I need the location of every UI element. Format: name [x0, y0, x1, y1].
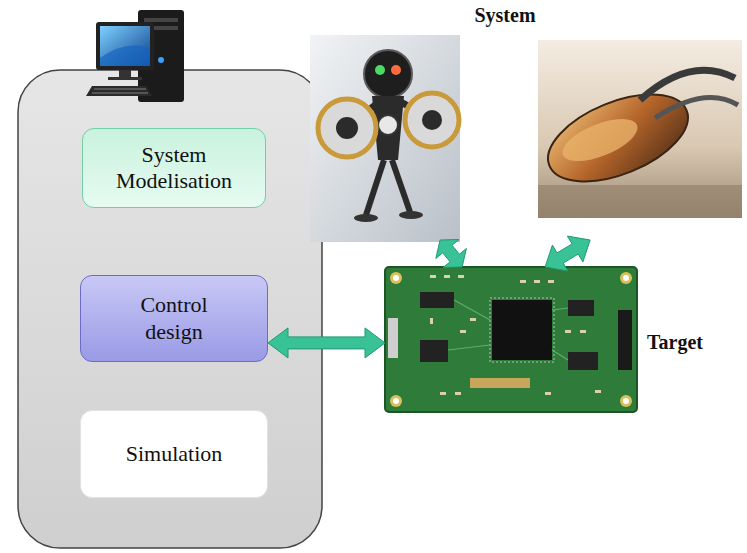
- circuit-board: [545, 392, 551, 395]
- aircraft-picture: [557, 110, 643, 170]
- circuit-board: [595, 390, 601, 393]
- computer-icon: [108, 77, 142, 80]
- aircraft-picture: [536, 77, 700, 199]
- system-group: System: [290, 0, 720, 240]
- computer-icon: [100, 46, 150, 66]
- circuit-board: [393, 398, 399, 404]
- computer-panel: [18, 70, 322, 548]
- circuit-board: [393, 275, 399, 281]
- circuit-board: [620, 272, 632, 284]
- circuit-board: [455, 392, 461, 395]
- box-label: Control design: [124, 292, 224, 345]
- drone-picture: [318, 99, 376, 157]
- double-arrow: [268, 328, 385, 358]
- circuit-board: [385, 267, 637, 412]
- computer-icon: [94, 88, 146, 90]
- aircraft-picture: [538, 185, 742, 218]
- circuit-board: [430, 318, 433, 324]
- box-label: System Modelisation: [94, 142, 254, 195]
- computer-icon: [144, 18, 178, 22]
- drone-picture: [366, 160, 384, 215]
- circuit-board: [534, 280, 540, 283]
- process-box: Simulation: [80, 410, 268, 498]
- circuit-board: [548, 280, 554, 283]
- aircraft-picture: [536, 40, 742, 218]
- computer-icon: [100, 26, 150, 66]
- circuit-board: [448, 300, 568, 360]
- circuit-board: [430, 275, 436, 278]
- double-arrow: [545, 236, 590, 271]
- circuit-board: [490, 298, 554, 362]
- circuit-board: [440, 392, 446, 395]
- circuit-board: [623, 275, 629, 281]
- circuit-board: [623, 398, 629, 404]
- circuit-board: [420, 292, 454, 308]
- process-box: System Modelisation: [82, 128, 266, 208]
- box-label: Simulation: [126, 441, 223, 467]
- aircraft-picture: [640, 70, 735, 100]
- drone-picture: [422, 110, 442, 130]
- circuit-board: [444, 275, 450, 278]
- circuit-board: [388, 318, 398, 358]
- circuit-board: [565, 330, 571, 333]
- drone-picture: [399, 211, 423, 219]
- circuit-board: [385, 267, 637, 412]
- circuit-board: [420, 340, 448, 362]
- circuit-board: [580, 330, 586, 333]
- drone-picture: [310, 35, 460, 242]
- circuit-board: [618, 310, 632, 370]
- heading-label: System: [474, 4, 535, 27]
- process-box: Control design: [80, 275, 268, 362]
- circuit-board: [460, 330, 466, 333]
- drone-picture: [364, 50, 412, 98]
- target-board: Target: [385, 267, 720, 412]
- circuit-board: [430, 275, 601, 395]
- circuit-board: [568, 352, 598, 370]
- aircraft-picture: [655, 97, 738, 118]
- drone-picture: [354, 214, 378, 222]
- computer-icon: [96, 22, 154, 70]
- drone-picture: [378, 115, 398, 135]
- drone-picture: [310, 35, 460, 242]
- drone-picture: [391, 65, 401, 75]
- drone-picture: [392, 160, 410, 212]
- circuit-board: [520, 280, 526, 283]
- circuit-board: [458, 275, 464, 278]
- double-arrow: [436, 240, 467, 268]
- circuit-board: [470, 378, 530, 388]
- computer-icon: [158, 57, 164, 63]
- circuit-board: [390, 272, 402, 284]
- drone-picture: [375, 65, 385, 75]
- heading-label: Target: [647, 331, 703, 354]
- circuit-board: [470, 318, 476, 321]
- circuit-board: [390, 395, 402, 407]
- drone-picture: [405, 93, 459, 147]
- computer-icon: [119, 70, 131, 78]
- circuit-board: [568, 300, 594, 316]
- computer-icon: [86, 86, 152, 96]
- circuit-board: [620, 395, 632, 407]
- drone-picture: [336, 117, 358, 139]
- computer-icon: [86, 10, 184, 102]
- computer-icon: [92, 92, 148, 94]
- circuit-board: [492, 300, 552, 360]
